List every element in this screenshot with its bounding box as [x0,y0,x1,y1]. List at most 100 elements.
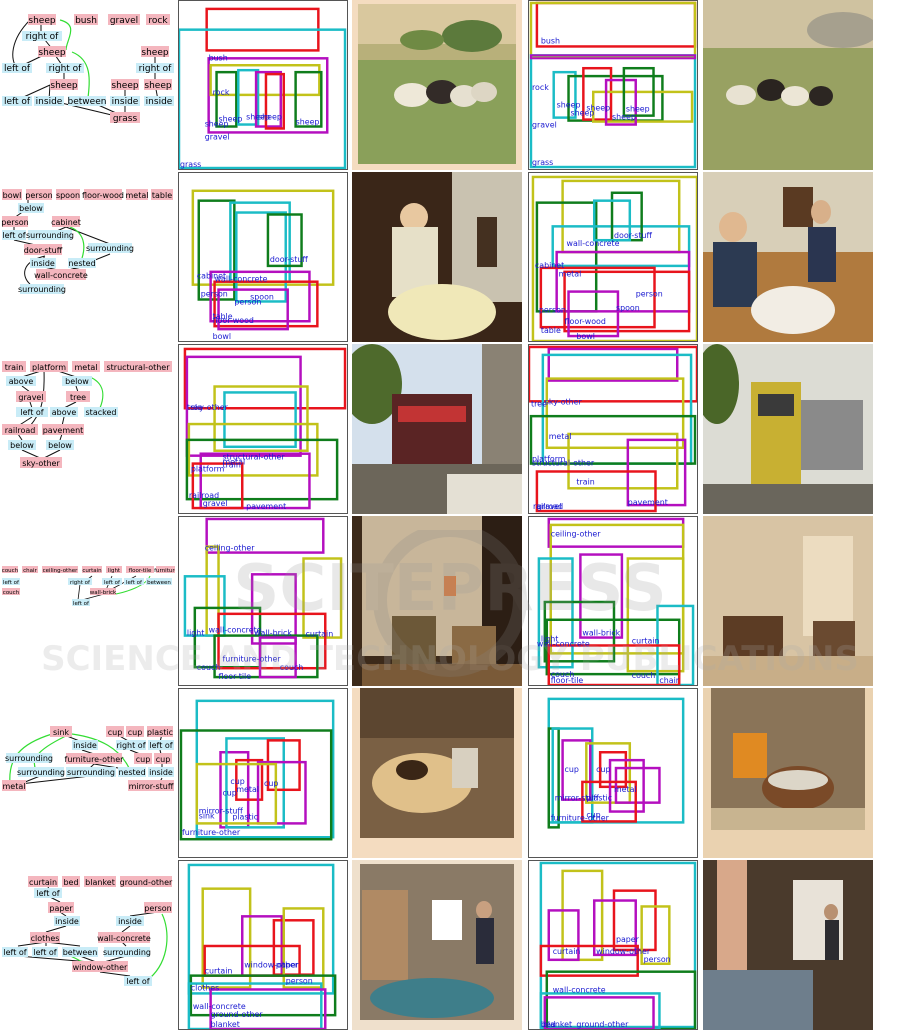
node-11: between [147,580,171,586]
layout-4b-label-2: light [541,635,559,644]
layout-2b-label-0: door-stuff [614,231,652,240]
layout-4a-label-8: floor-tile [219,672,252,681]
photo-6a [352,860,522,1030]
node-4: metal [126,191,149,200]
scene-graph-2: bowl person spoon floor-wood metal table… [1,189,173,294]
photo-6b [703,860,873,1030]
layout-6a-label-7: blanket [211,1020,240,1029]
photo-3b [703,344,873,514]
node-3: curtain [82,568,102,574]
node-11: surrounding [17,768,65,777]
layout-2a-label-6: table [213,312,233,321]
layout-4b-label-4: curtain [632,636,660,645]
node-4: inside [73,741,97,750]
layout-6b-label-7: ground-other [576,1020,629,1029]
layout-3b-label-0: tree [531,399,547,408]
node-4: right of [26,32,60,42]
layout-6b-label-2: window-other [596,947,651,956]
scene-graph-5: sink cup cup plastic inside right of lef… [2,726,174,791]
layout-6a-label-5: wall-concrete [193,1002,246,1011]
node-2: metal [75,363,98,372]
node-15: window-other [73,963,128,972]
node-15: between [68,97,107,107]
node-2: ceiling-other [43,568,78,574]
layout-5a-label-1: cup [222,789,236,798]
node-9: clothes [31,934,60,943]
node-18: grass [113,114,138,124]
node-12: pavement [43,426,84,435]
node-14: nested [68,259,95,268]
scene-graph-3: train platform metal structural-other ab… [2,361,172,468]
node-8: furniture-other [65,755,125,764]
node-8: inside [118,917,142,926]
node-14: inside [149,768,173,777]
layout-3b-label-5: train [576,477,594,486]
layout-1a-label-2: sheep [205,120,229,129]
node-13: left of [4,97,31,107]
layout-6b-label-4: wall-concrete [553,985,606,994]
layout-5a-label-4: mirror-stuff [199,807,244,816]
layout-4a-label-7: couch [280,663,304,672]
node-7: inside [55,917,79,926]
layout-5a-label-3: cup [264,779,278,788]
node-6: person [144,904,171,913]
layout-4a-label-2: wall-concrete [209,626,262,635]
node-8: cabinet [51,218,81,227]
node-6: gravel [18,393,43,402]
layout-4a-label-1: light [187,629,205,638]
node-7: surrounding [5,754,53,763]
node-16: mirror-stuff [129,782,174,791]
row-6: curtain bed blanket ground-other left of… [0,860,901,1032]
node-4: above [9,377,34,386]
layout-1a-label-8: grass [180,160,201,169]
node-0: curtain [29,878,57,887]
layout-5a-label-0: cup [230,777,244,786]
layout-2a-label-2: wall-concrete [215,275,268,284]
layout-2a-label-8: bowl [213,332,231,341]
layout-4b-label-1: wall-brick [582,629,620,638]
node-9: above [52,408,77,417]
layout-1a-label-1: rock [213,88,230,97]
node-17: inside [146,97,173,107]
node-10: surrounding [26,231,74,240]
node-16: surrounding [18,285,66,294]
layout-3a-label-1: sky-other [191,403,229,412]
layout-6b-label-6: blanket [543,1020,572,1029]
layout-1a-label-0: bush [209,53,228,62]
node-0: couch [2,568,19,574]
row-1: sheep bush gravel rock right of sheep sh… [0,0,901,172]
scene-graph-4: couch chair ceiling-other curtain light … [2,566,175,607]
layout-6b-label-1: curtain [553,947,581,956]
node-9: right of [139,64,173,74]
layout-6a-label-1: paper [276,961,300,970]
node-5: right of [116,741,145,750]
layout-1b-label-8: grass [532,158,553,167]
node-16: left of [126,977,149,986]
layout-4a-label-5: furniture-other [222,654,281,663]
layout-3a-label-7: gravel [203,499,228,508]
node-3: floor-wood [82,191,124,200]
scene-graph-6: curtain bed blanket ground-other left of… [2,876,173,986]
node-13: between [63,948,98,957]
row-2: bowl person spoon floor-wood metal table… [0,172,901,344]
node-8: left of [20,408,43,417]
row-4: couch chair ceiling-other curtain light … [0,516,901,688]
node-6: below [19,204,43,213]
node-12: couch [3,590,20,596]
layout-5b-label-3: mirror-stuff [555,794,600,803]
node-0: train [5,363,24,372]
photo-4b [703,516,873,686]
node-14: surrounding [103,948,151,957]
layout-3b-label-4: structural-other [532,459,595,468]
node-10: stacked [86,408,117,417]
layout-1b-label-5: sheep [612,113,636,122]
node-0: sheep [28,16,55,26]
layout-3a-label-2: structural-other [222,453,285,462]
layout-1a-label-7: gravel [205,132,230,141]
node-1: bed [63,878,78,887]
layout-5b-label-4: plastic [586,794,612,803]
node-13: below [10,441,34,450]
node-7: left of [3,580,20,586]
photo-1b [703,0,873,170]
layout-2a-label-7: floor-wood [213,316,254,325]
